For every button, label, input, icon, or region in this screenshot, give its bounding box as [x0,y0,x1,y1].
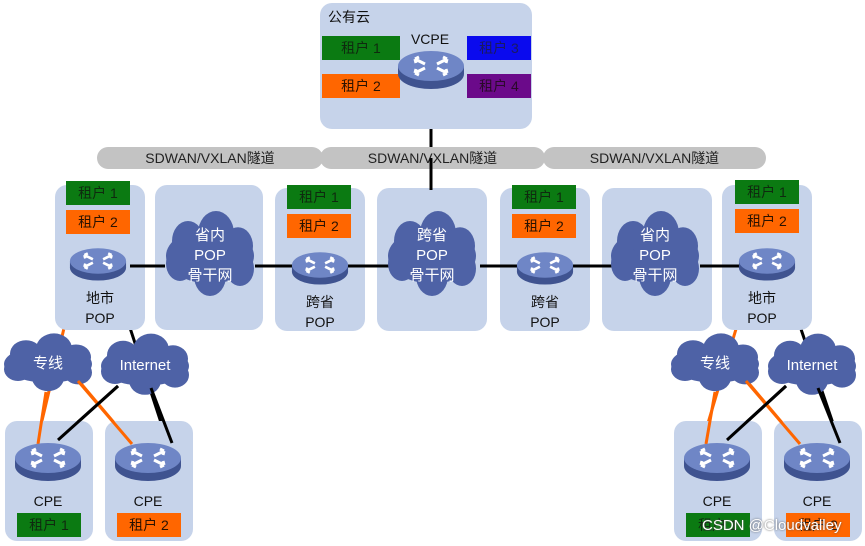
vcpe-tenant-1: 租户 1 [322,36,400,60]
cpe-4-router-icon [782,441,852,483]
city-pop-right-router-icon [737,246,797,282]
sdwan-tunnel-left: SDWAN/VXLAN隧道 [97,147,323,169]
leased-to-cpe4 [744,380,802,445]
cpe-3-label: CPE [702,493,732,509]
city-pop-left-router-icon [68,246,128,282]
leased-line-left-text: 专线 [32,355,63,372]
internet-left-text: Internet [119,357,171,374]
vcpe-tenant-2: 租户 2 [322,74,400,98]
pop4-tenant-1: 租户 1 [735,180,799,204]
cpe-3-router-icon [682,441,752,483]
internet-to-cpe3 [725,384,788,442]
pop2-tenant-2: 租户 2 [287,214,351,238]
vcpe-tenant-4: 租户 4 [467,74,531,98]
cross-pop-1-router-icon [290,250,350,286]
cpe-2-label: CPE [133,493,163,509]
pop1-tenant-1: 租户 1 [66,181,130,205]
leased-to-cpe1 [36,391,48,445]
sdwan-tunnel-right: SDWAN/VXLAN隧道 [543,147,766,169]
cross-pop-2-router-icon [515,250,575,286]
internet-to-cpe1 [56,384,120,442]
cpe-2-tenant: 租户 2 [117,513,181,537]
public-cloud-title: 公有云 [328,9,370,25]
internet-right-text: Internet [786,357,838,374]
leased-to-cpe2 [76,380,134,445]
vcpe-label: VCPE [410,31,450,47]
pop2-tenant-1: 租户 1 [287,185,351,209]
pop1-tenant-2: 租户 2 [66,210,130,234]
internet-to-cpe2 [149,387,174,444]
leased-line-right-text: 专线 [699,355,730,372]
cpe-1-label: CPE [33,493,63,509]
vcpe-tenant-3: 租户 3 [467,36,531,60]
cpe-1-router-icon [13,441,83,483]
pop3-tenant-2: 租户 2 [512,214,576,238]
cpe-3-tenant: 租户 1 [686,513,750,537]
pop4-tenant-2: 租户 2 [735,209,799,233]
leased-to-cpe3 [704,391,717,445]
watermark: CSDN @Cloudvalley [702,517,842,534]
cpe-4-label: CPE [802,493,832,509]
pop3-tenant-1: 租户 1 [512,185,576,209]
internet-to-cpe4 [816,387,842,444]
cpe-4-tenant: 租户 2 [786,513,850,537]
cpe-1-tenant: 租户 1 [17,513,81,537]
cpe-2-router-icon [113,441,183,483]
vcpe-router-icon [396,49,466,91]
